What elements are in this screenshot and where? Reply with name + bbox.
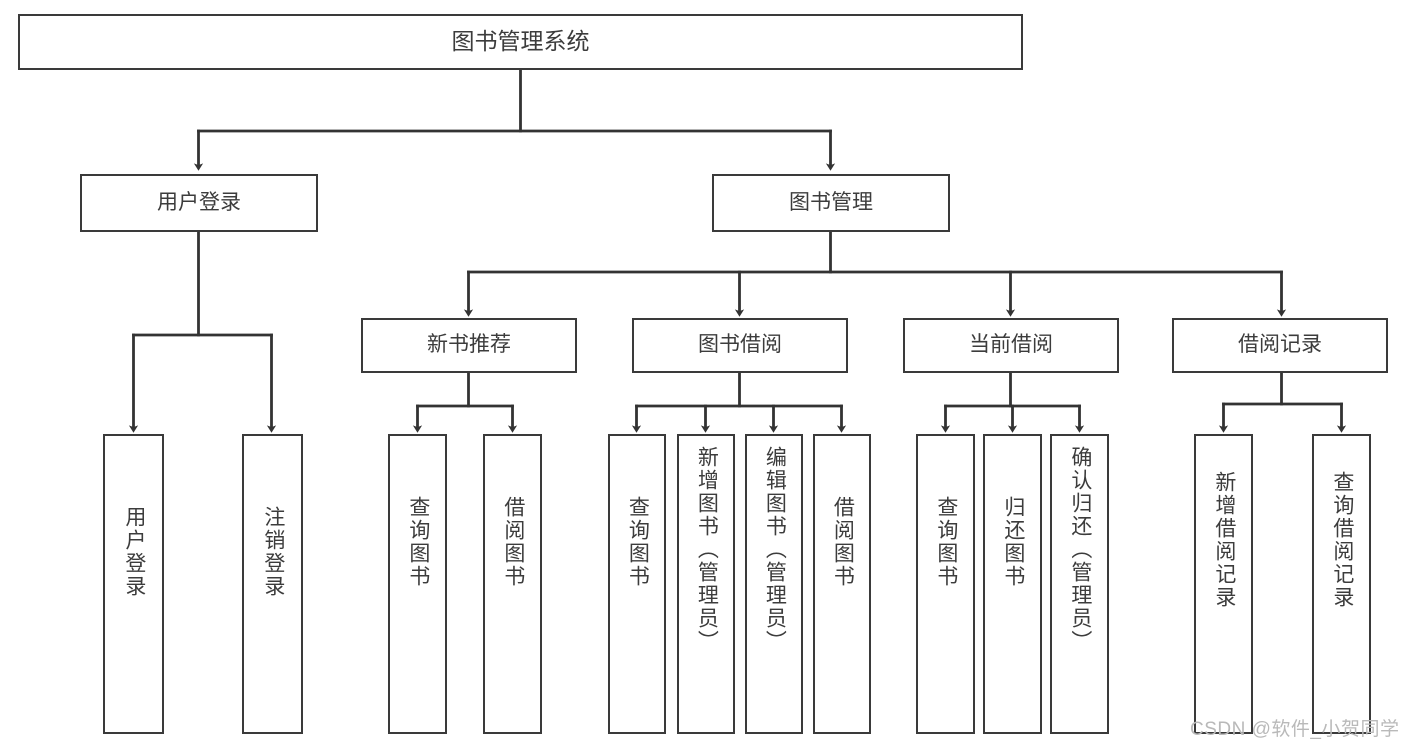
leaf-record-query-record[interactable]: 查询借阅记录 xyxy=(1312,434,1371,734)
leaf-new-book-query[interactable]: 查询图书 xyxy=(388,434,447,734)
node-root-system[interactable]: 图书管理系统 xyxy=(18,14,1023,70)
leaf-borrow-edit-book-admin[interactable]: 编辑图书（管理员） xyxy=(745,434,803,734)
leaf-borrow-query-book[interactable]: 查询图书 xyxy=(608,434,666,734)
leaf-user-login-logout[interactable]: 注销登录 xyxy=(242,434,303,734)
leaf-borrow-add-book-admin[interactable]: 新增图书（管理员） xyxy=(677,434,735,734)
leaf-record-add-record[interactable]: 新增借阅记录 xyxy=(1194,434,1253,734)
leaf-current-return-book[interactable]: 归还图书 xyxy=(983,434,1042,734)
node-book-management[interactable]: 图书管理 xyxy=(712,174,950,232)
leaf-current-confirm-return-admin[interactable]: 确认归还（管理员） xyxy=(1050,434,1109,734)
leaf-borrow-borrow-book[interactable]: 借阅图书 xyxy=(813,434,871,734)
node-current-borrow[interactable]: 当前借阅 xyxy=(903,318,1119,373)
node-new-book-recommend[interactable]: 新书推荐 xyxy=(361,318,577,373)
node-user-login[interactable]: 用户登录 xyxy=(80,174,318,232)
leaf-new-book-borrow[interactable]: 借阅图书 xyxy=(483,434,542,734)
node-borrow-record[interactable]: 借阅记录 xyxy=(1172,318,1388,373)
csdn-watermark: CSDN @软件_小贺同学 xyxy=(1190,719,1400,740)
node-book-borrow[interactable]: 图书借阅 xyxy=(632,318,848,373)
leaf-user-login-login[interactable]: 用户登录 xyxy=(103,434,164,734)
leaf-current-query-book[interactable]: 查询图书 xyxy=(916,434,975,734)
